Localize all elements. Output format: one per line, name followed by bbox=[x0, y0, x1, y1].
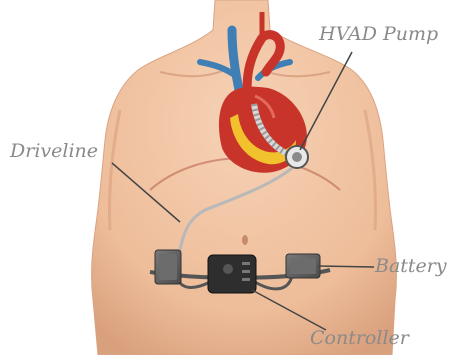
battery-leader bbox=[318, 266, 374, 267]
hvad-pump-hub bbox=[292, 152, 302, 162]
controller-device bbox=[208, 255, 256, 293]
navel bbox=[242, 235, 248, 245]
hvad-pump-label: HVAD Pump bbox=[319, 25, 438, 44]
battery-label: Battery bbox=[375, 257, 447, 276]
controller-label: Controller bbox=[310, 329, 409, 348]
driveline-label: Driveline bbox=[10, 142, 98, 161]
